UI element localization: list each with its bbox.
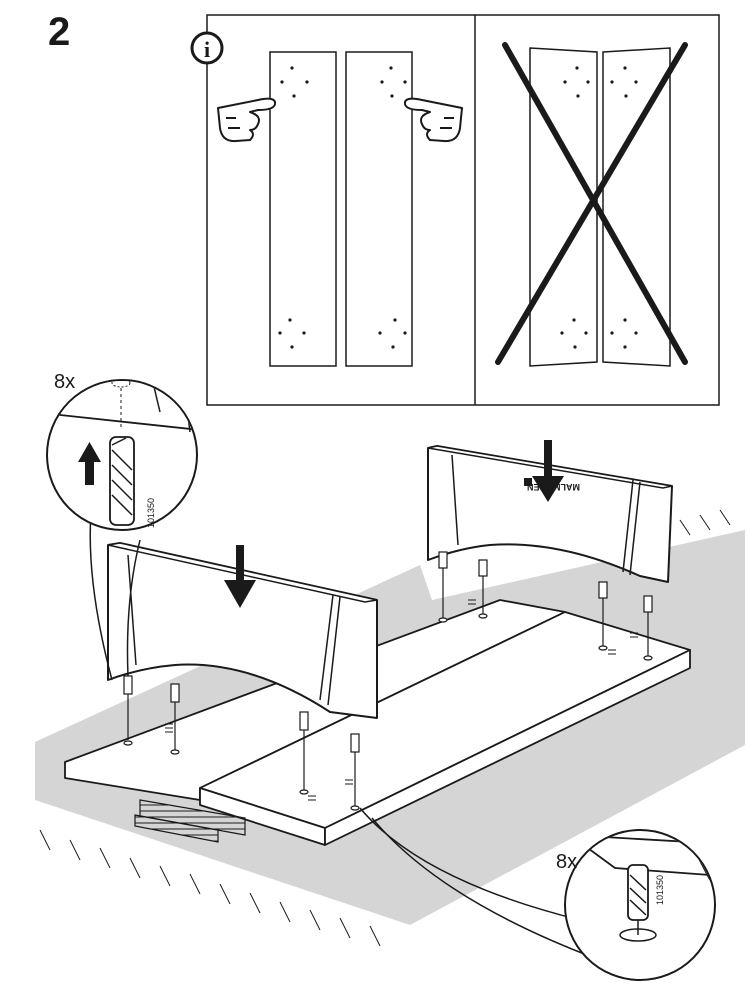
wooden-dowel-right-icon — [627, 864, 649, 921]
pointing-hand-left-icon — [217, 97, 277, 143]
cardboard-stack — [134, 799, 246, 843]
step-number: 2 — [48, 10, 71, 54]
info-icon: i — [190, 31, 224, 65]
quantity-label-left: 8x — [54, 371, 75, 393]
wooden-dowel-icon — [109, 436, 135, 526]
pointing-hand-right-icon — [403, 97, 463, 143]
part-number-left: 101350 — [146, 498, 156, 528]
part-number-right: 101350 — [655, 875, 665, 905]
screw-symbols — [165, 599, 638, 801]
correct-orientation-boards — [269, 51, 413, 367]
incorrect-cross-icon — [495, 42, 688, 365]
incorrect-orientation-boards — [495, 42, 688, 367]
brand-logo-icon — [524, 478, 532, 486]
down-arrow-front-icon — [224, 545, 256, 608]
down-arrow-back-icon — [532, 440, 564, 502]
info-panel: i — [190, 14, 720, 406]
front-headboard-panel — [107, 542, 378, 719]
quantity-label-right: 8x — [556, 851, 577, 873]
dowel-callout-right — [359, 807, 716, 981]
dowel-holes — [123, 613, 653, 811]
dowel-guides — [123, 551, 653, 806]
svg-text:i: i — [204, 37, 210, 62]
up-arrow-icon — [78, 442, 101, 485]
